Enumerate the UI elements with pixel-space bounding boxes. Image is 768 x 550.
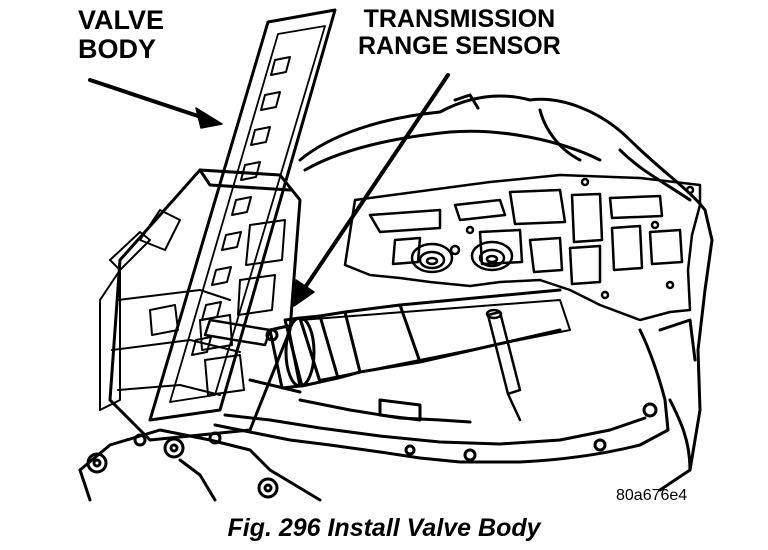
transmission-case [298, 93, 714, 492]
range-sensor-shaft [268, 288, 571, 390]
guide-pin [485, 308, 522, 422]
accumulator-bores [410, 240, 514, 274]
case-flange [78, 428, 322, 502]
bolt-2 [163, 437, 185, 459]
separator-plate [343, 173, 702, 322]
bolt-3 [257, 477, 279, 499]
transmission-range-sensor-label: TRANSMISSION RANGE SENSOR [358, 6, 561, 60]
valve-body [99, 8, 337, 442]
valve-body-label-line1: VALVE [78, 5, 165, 35]
valve-body-label: VALVE BODY [78, 5, 165, 65]
trs-label-line2: RANGE SENSOR [358, 32, 561, 60]
bolt-1 [86, 452, 108, 474]
valve-body-arrow [88, 78, 223, 129]
case-pan-rail [213, 328, 670, 464]
figure-caption: Fig. 296 Install Valve Body [227, 514, 541, 542]
figure-reference-code: 80a676e4 [616, 487, 688, 504]
valve-body-label-line2: BODY [78, 34, 157, 65]
range-sensor-arrow [293, 73, 450, 307]
trs-label-line1: TRANSMISSION [363, 5, 556, 33]
